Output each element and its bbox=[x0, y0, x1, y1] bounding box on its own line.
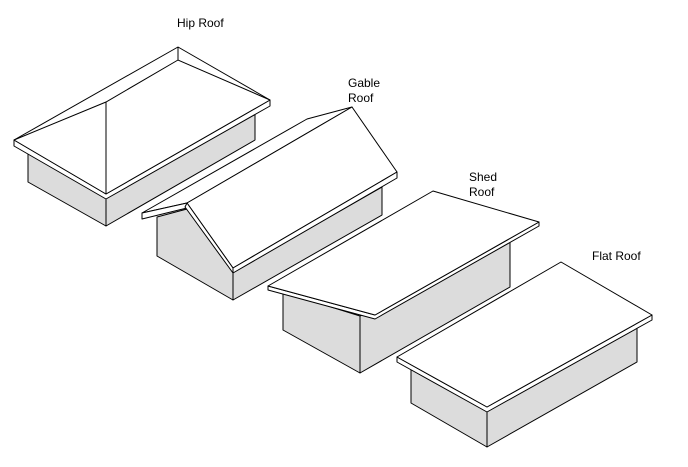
shed-roof-label-line2: Roof bbox=[469, 185, 495, 199]
shed-roof-building bbox=[267, 190, 540, 374]
hip-roof-label: Hip Roof bbox=[177, 16, 224, 30]
gable-eave-fascia bbox=[232, 171, 398, 274]
hip-roof-building bbox=[13, 46, 271, 227]
hip-ridge-lines bbox=[13, 59, 271, 141]
flat-roof-building bbox=[396, 261, 653, 448]
flat-roof-top bbox=[396, 261, 653, 408]
gable-roof-label-line2: Roof bbox=[348, 91, 374, 105]
gable-roof-building bbox=[141, 106, 398, 301]
flat-roof-label: Flat Roof bbox=[592, 249, 641, 263]
shed-roof-top bbox=[267, 190, 540, 316]
shed-roof-label-line1: Shed bbox=[469, 170, 497, 184]
gable-roof-label-line1: Gable bbox=[348, 76, 380, 90]
